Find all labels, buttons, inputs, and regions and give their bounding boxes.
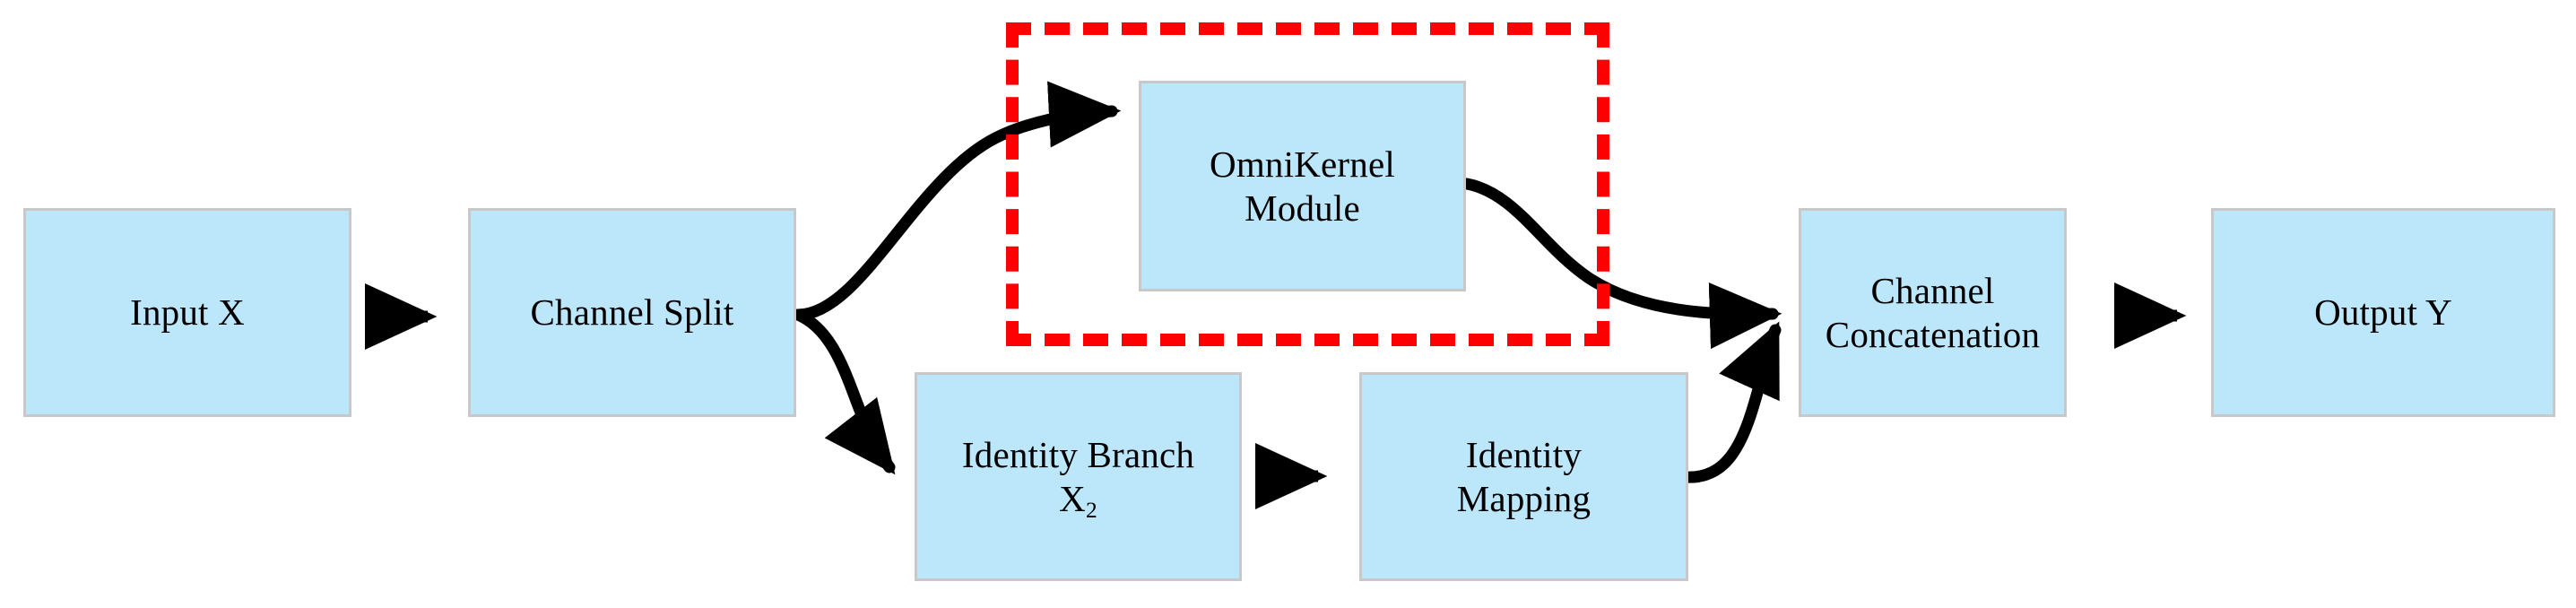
node-output-y[interactable]: Output Y (2211, 208, 2555, 417)
node-input-x-label: Input X (130, 291, 245, 334)
edge-split-to-identity-branch (792, 308, 896, 475)
omnikernel-highlight-region (1006, 22, 1609, 346)
node-channel-split-label: Channel Split (530, 291, 734, 334)
edge-mapping-to-concat (1679, 321, 1782, 483)
node-input-x[interactable]: Input X (23, 208, 351, 417)
node-output-y-label: Output Y (2314, 291, 2452, 334)
node-channel-split[interactable]: Channel Split (468, 208, 796, 417)
